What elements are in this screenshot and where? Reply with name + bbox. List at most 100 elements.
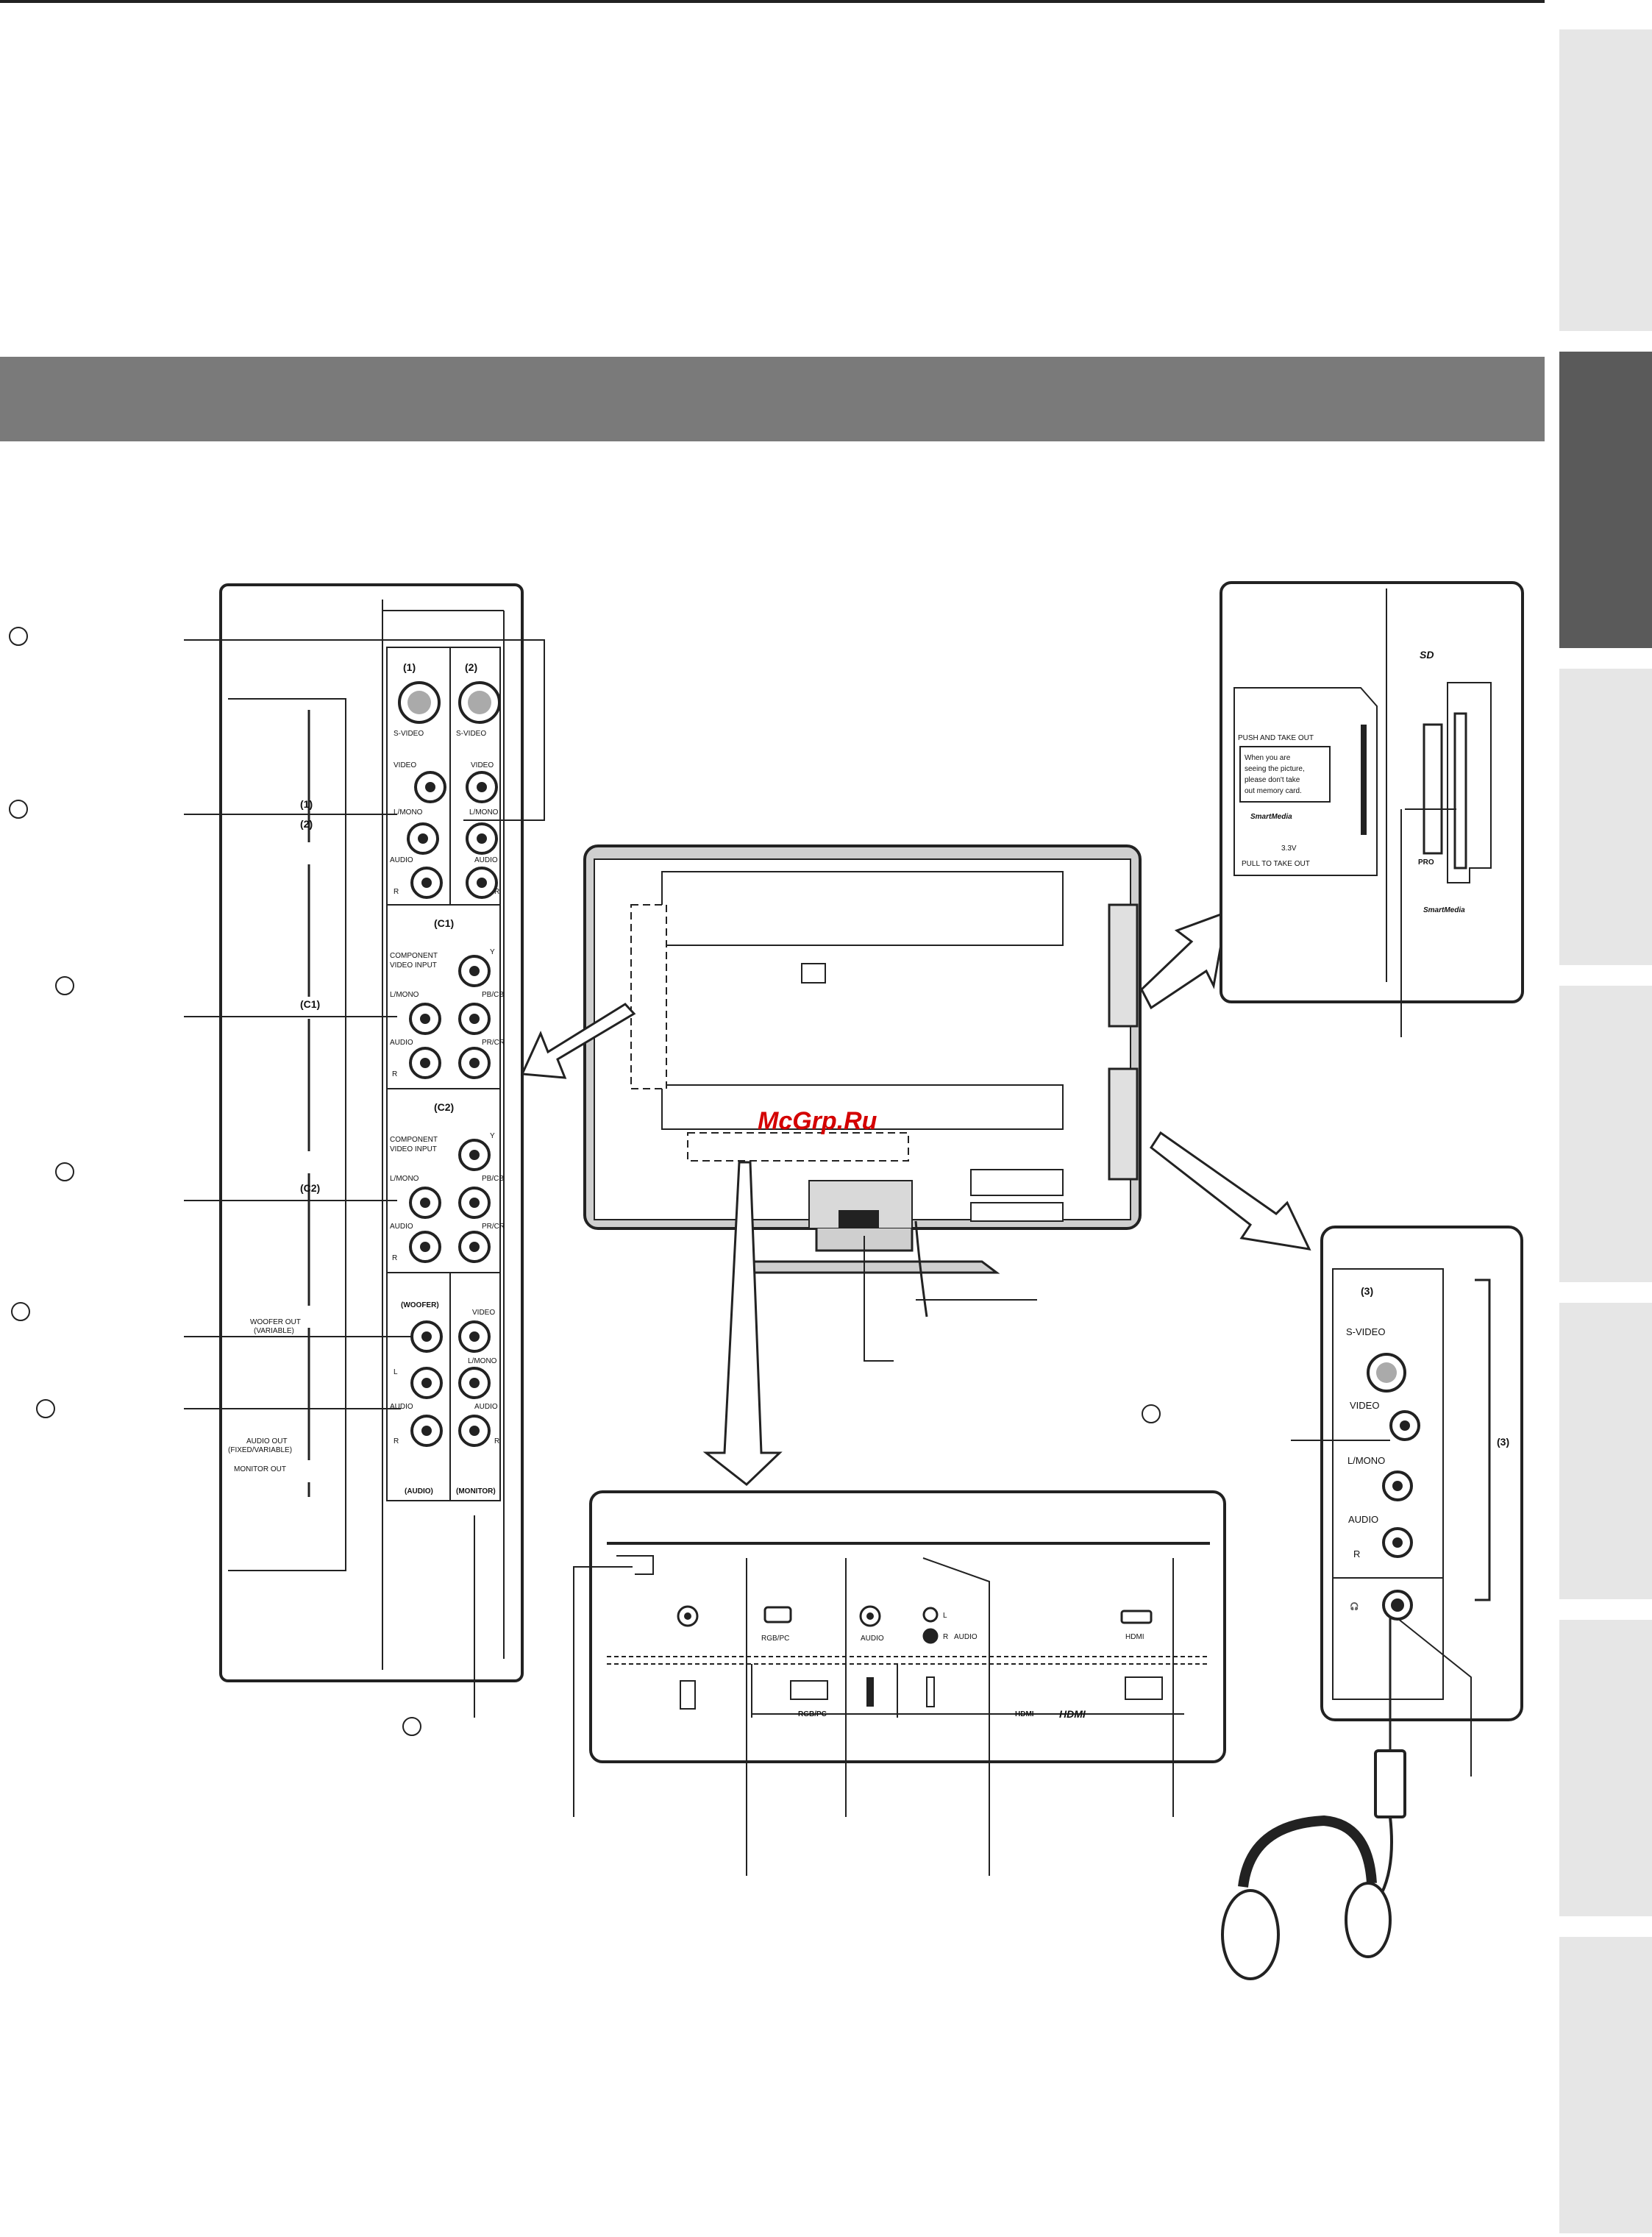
sp-y-1: Y [490,948,495,956]
bp-hdmi-logo: HDMI [1059,1708,1086,1720]
sp-input2: (2) [465,661,477,673]
bottom-callouts [573,1557,1174,1876]
pointer-arrows [520,910,1311,1486]
thumb-tab-5[interactable] [1559,1303,1652,1599]
bp-hdmi: HDMI [1125,1633,1144,1641]
sp-lmono-mon: L/MONO [468,1357,497,1365]
hdmi-audio-l-jack[interactable] [922,1607,939,1623]
input-symbol-icons [9,627,421,1736]
sp-lmono-c1: L/MONO [390,991,419,999]
section-header-bar [0,357,1545,441]
bp-rgbpc2: RGB/PC [798,1710,827,1718]
sp-r-out: R [394,1437,399,1445]
tv-rear-view: McGrp.Ru [583,844,1142,1362]
fp-lmono: L/MONO [1347,1455,1385,1466]
sp-comp2-l2: VIDEO INPUT [390,1145,437,1153]
sp-audio-tag: (AUDIO) [405,1487,433,1496]
pull-label: PULL TO TAKE OUT [1242,860,1310,868]
rgb-pc-port[interactable] [763,1606,792,1623]
sp-svideo-1: S-VIDEO [394,730,424,738]
sp-label-c2: (C2) [300,1182,320,1194]
thumb-tab-1[interactable] [1559,29,1652,331]
hdmi-audio-r-jack[interactable] [922,1628,939,1644]
sp-woofer: (WOOFER) [401,1301,439,1309]
fp-input3: (3) [1361,1285,1373,1297]
sp-c2: (C2) [434,1101,454,1113]
sp-monitor-tag: (MONITOR) [456,1487,496,1496]
fp-audio: AUDIO [1348,1514,1378,1525]
fp-video: VIDEO [1350,1400,1379,1411]
sd-logo: SD [1420,649,1434,661]
sp-l-audio: L [394,1368,398,1376]
sp-woofer-out: WOOFER OUT [250,1318,301,1326]
pro-label: PRO [1418,858,1434,867]
sp-r-c2: R [392,1254,397,1262]
thumb-tab-6[interactable] [1559,1620,1652,1916]
hdmi-port[interactable] [1120,1610,1153,1624]
sp-audio-out: AUDIO [390,1403,413,1411]
sp-audio-c2: AUDIO [390,1223,413,1231]
sp-pb-c1: PB/CB [482,991,504,999]
thumb-tab-2-active[interactable] [1559,352,1652,648]
sp-pr-c2: PR/CR [482,1223,505,1231]
sp-video-mon: VIDEO [472,1309,495,1317]
thumb-tab-3[interactable] [1559,669,1652,965]
sp-comp2-l1: COMPONENT [390,1136,438,1144]
thumb-tab-4[interactable] [1559,986,1652,1282]
sp-video-2: VIDEO [471,761,494,769]
sp-c1: (C1) [434,917,454,929]
sp-label-c1: (C1) [300,998,320,1010]
sp-svideo-2: S-VIDEO [456,730,486,738]
sp-label-2: (2) [300,818,313,830]
watermark: McGrp.Ru [758,1107,877,1135]
sp-lmono-c2: L/MONO [390,1175,419,1183]
sp-r-1: R [394,888,399,896]
bp-rgbpc: RGB/PC [761,1635,789,1643]
sp-label-1: (1) [300,798,313,810]
sp-input1: (1) [403,661,416,673]
sp-audio-1: AUDIO [390,856,413,864]
fp-bracket-3: (3) [1497,1436,1509,1448]
v33-label: 3.3V [1281,844,1297,853]
smartmedia-label: SmartMedia [1250,813,1292,821]
front-input-panel: (3) S-VIDEO VIDEO L/MONO AUDIO R 🎧 (3) [1142,1226,1523,1777]
smartmedia2-label: SmartMedia [1423,906,1465,914]
sp-pr-c1: PR/CR [482,1039,505,1047]
sp-r-mon: R [494,1437,499,1445]
sp-variable: (VARIABLE) [254,1327,294,1335]
sp-r-c1: R [392,1070,397,1078]
note-line-3: please don't take [1245,776,1300,784]
fp-svideo: S-VIDEO [1346,1326,1385,1337]
sp-lmono-2: L/MONO [469,808,499,817]
bp-audio2: AUDIO [954,1633,978,1641]
sp-y-2: Y [490,1132,495,1140]
bp-hdmi2: HDMI [1015,1710,1034,1718]
sp-audio-mon: AUDIO [474,1403,498,1411]
headphones-illustration [1221,1618,1406,1980]
sp-monitor-out: MONITOR OUT [234,1465,286,1473]
sp-comp1-l1: COMPONENT [390,952,438,960]
sp-video-1: VIDEO [394,761,416,769]
left-callouts [184,639,545,1718]
sp-fixed-variable: (FIXED/VARIABLE) [228,1446,292,1454]
sp-pb-c2: PB/CB [482,1175,504,1183]
side-terminal-panel: (1) (2) S-VIDEO S-VIDEO VIDEO VIDEO L/MO… [219,583,524,1682]
memory-card-panel: PUSH AND TAKE OUT When you are seeing th… [1220,581,1524,1037]
sp-lmono-1: L/MONO [394,808,423,817]
thumb-tabs [1559,29,1652,2233]
note-line-4: out memory card. [1245,787,1302,795]
note-line-2: seeing the picture, [1245,765,1305,773]
sp-audio-c1: AUDIO [390,1039,413,1047]
sp-audio-2: AUDIO [474,856,498,864]
fp-r: R [1353,1548,1360,1560]
bp-r: R [943,1633,948,1641]
sp-r-2: R [494,888,499,896]
push-label: PUSH AND TAKE OUT [1238,734,1314,742]
sp-audio-out-label: AUDIO OUT [246,1437,288,1445]
fp-callout-icon [1142,1404,1161,1423]
thumb-tab-7[interactable] [1559,1937,1652,2233]
bp-l: L [943,1612,947,1620]
sp-comp1-l2: VIDEO INPUT [390,961,437,970]
